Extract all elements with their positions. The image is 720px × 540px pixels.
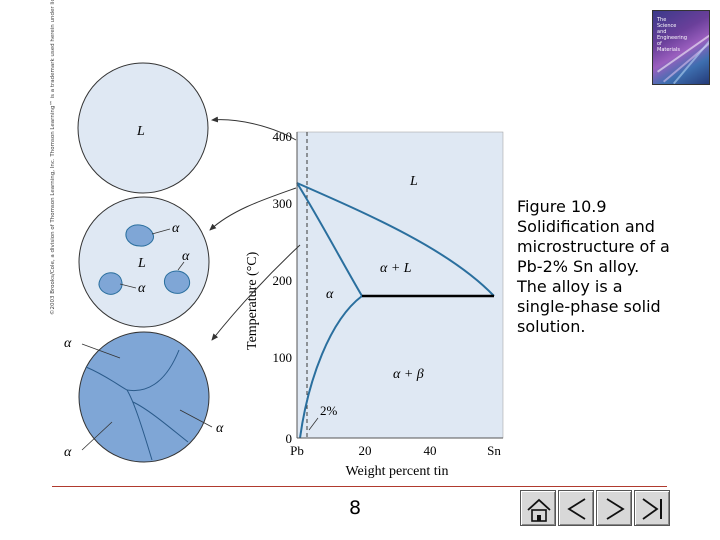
- region-alpha-beta-label: α + β: [393, 367, 424, 382]
- micro-label-alpha: α: [64, 336, 72, 351]
- region-liquid-label: L: [409, 174, 418, 189]
- micro-label-alpha: α: [216, 421, 224, 436]
- composition-label: 2%: [320, 403, 338, 418]
- micro-label-alpha: α: [172, 221, 180, 236]
- caption-line: Pb-2% Sn alloy.: [517, 257, 640, 276]
- book-cover-thumbnail: The Science and Engineering of Materials: [652, 10, 710, 85]
- caption-line: Figure 10.9: [517, 197, 607, 216]
- y-tick-label: 200: [273, 273, 293, 288]
- book-title-line: Science: [657, 23, 677, 29]
- x-tick-label: Pb: [290, 443, 304, 458]
- book-title: The Science and Engineering of Materials: [657, 17, 697, 53]
- micro-leader: [179, 409, 213, 428]
- previous-button[interactable]: [558, 490, 594, 526]
- micro-label-liquid: L: [136, 124, 145, 139]
- solidus-line: [296, 182, 363, 297]
- y-tick-label: 300: [273, 196, 293, 211]
- region-alpha-liquid-label: α + L: [380, 261, 412, 276]
- last-icon: [642, 498, 662, 520]
- y-tick-label: 400: [273, 129, 293, 144]
- book-title-line: Materials: [657, 47, 680, 53]
- arrow-to-liquid: [211, 116, 297, 141]
- liquidus-line: [296, 182, 495, 297]
- micro-label-alpha: α: [64, 445, 72, 460]
- y-tick-label: 100: [273, 350, 293, 365]
- micro-leader: [177, 261, 185, 271]
- region-alpha-label: α: [326, 287, 334, 302]
- caption-line: single-phase solid: [517, 297, 661, 316]
- composition-leader: [308, 417, 319, 431]
- microstructure-solid: [78, 331, 210, 463]
- footer-rule: [52, 486, 667, 487]
- micro-leader: [151, 228, 171, 235]
- micro-leader: [119, 283, 137, 289]
- prev-icon: [567, 498, 586, 520]
- caption-line: The alloy is a: [517, 277, 623, 296]
- book-title-line: and: [657, 29, 667, 35]
- alpha-grain: [125, 224, 154, 247]
- alpha-grain: [163, 270, 191, 294]
- micro-leader: [81, 421, 113, 451]
- y-axis-label: Temperature (°C): [245, 251, 260, 350]
- solvus-line: [299, 295, 363, 439]
- book-title-line: of: [657, 41, 662, 47]
- caption-line: solution.: [517, 317, 586, 336]
- micro-label-alpha: α: [182, 249, 190, 264]
- home-button[interactable]: [520, 490, 556, 526]
- x-tick-label: Sn: [487, 443, 501, 458]
- page-number: 8: [348, 497, 362, 519]
- last-button[interactable]: [634, 490, 670, 526]
- home-icon: [527, 498, 551, 522]
- alpha-grain: [98, 272, 123, 295]
- y-tick-label: 0: [286, 431, 293, 446]
- arrow-to-alpha-liquid: [209, 187, 297, 231]
- grain-boundary: [126, 349, 180, 392]
- caption-line: microstructure of a: [517, 237, 670, 256]
- micro-label-liquid: L: [137, 256, 146, 271]
- micro-label-alpha: α: [138, 281, 146, 296]
- x-tick-label: 20: [359, 443, 372, 458]
- x-tick-label: 40: [424, 443, 437, 458]
- figure-caption: Figure 10.9 Solidification and microstru…: [517, 197, 717, 337]
- copyright-notice: ©2003 Brooks/Cole, a division of Thomson…: [50, 0, 56, 315]
- x-axis-label: Weight percent tin: [345, 464, 448, 479]
- next-button[interactable]: [596, 490, 632, 526]
- next-icon: [606, 498, 625, 520]
- book-title-line: Engineering: [657, 35, 687, 41]
- book-title-line: The: [657, 17, 667, 23]
- microstructure-liquid: [77, 62, 209, 194]
- grain-boundary: [132, 401, 189, 443]
- diagram-background: [296, 131, 504, 439]
- caption-line: Solidification and: [517, 217, 655, 236]
- micro-leader: [81, 343, 121, 359]
- arrow-to-solid: [211, 244, 301, 341]
